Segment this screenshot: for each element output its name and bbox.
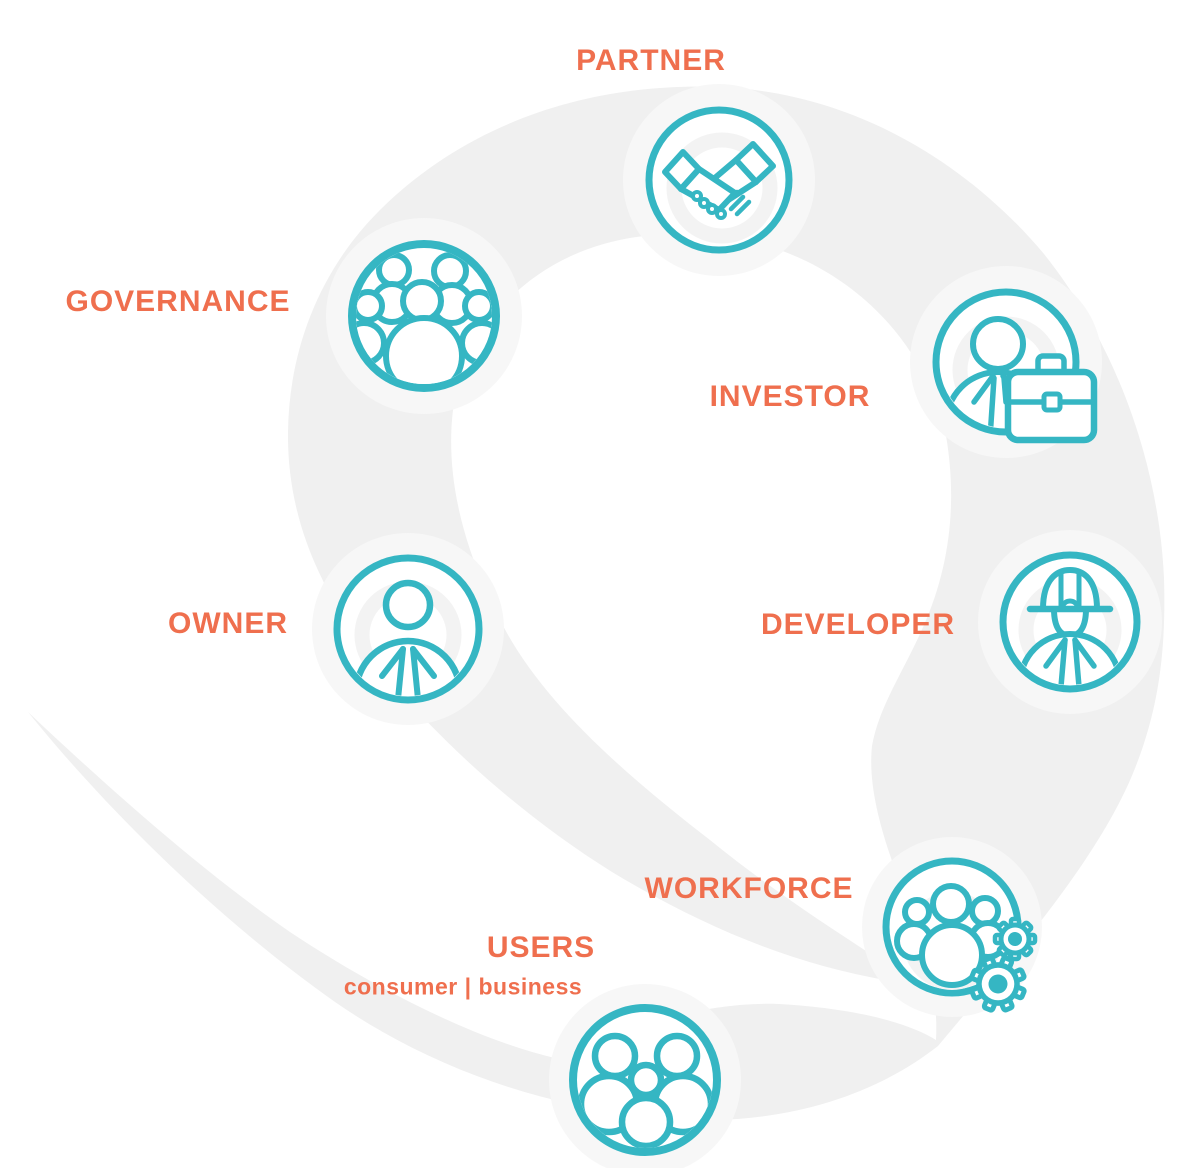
handshake-icon	[623, 84, 815, 276]
person-tie-icon	[312, 533, 504, 725]
hardhat-worker-icon	[978, 530, 1162, 714]
family-icon	[549, 984, 741, 1168]
label-investor: INVESTOR	[709, 380, 871, 413]
label-governance: GOVERNANCE	[65, 285, 291, 318]
briefcase	[1004, 353, 1098, 444]
businessperson-briefcase-icon	[910, 266, 1102, 458]
gear-large	[969, 955, 1027, 1013]
label-owner: OWNER	[168, 607, 288, 640]
label-developer: DEVELOPER	[760, 608, 956, 641]
label-users: USERS	[486, 931, 596, 964]
label-workforce: WORKFORCE	[644, 872, 854, 905]
team-gears-icon	[862, 837, 1042, 1017]
label-users-sublabel: consumer | business	[343, 973, 583, 1000]
people-group-icon	[326, 218, 522, 414]
label-partner: PARTNER	[576, 44, 726, 77]
background-swirl-shape	[28, 86, 1165, 1121]
gear-small	[992, 916, 1038, 962]
icon-inner-ring	[666, 132, 778, 244]
